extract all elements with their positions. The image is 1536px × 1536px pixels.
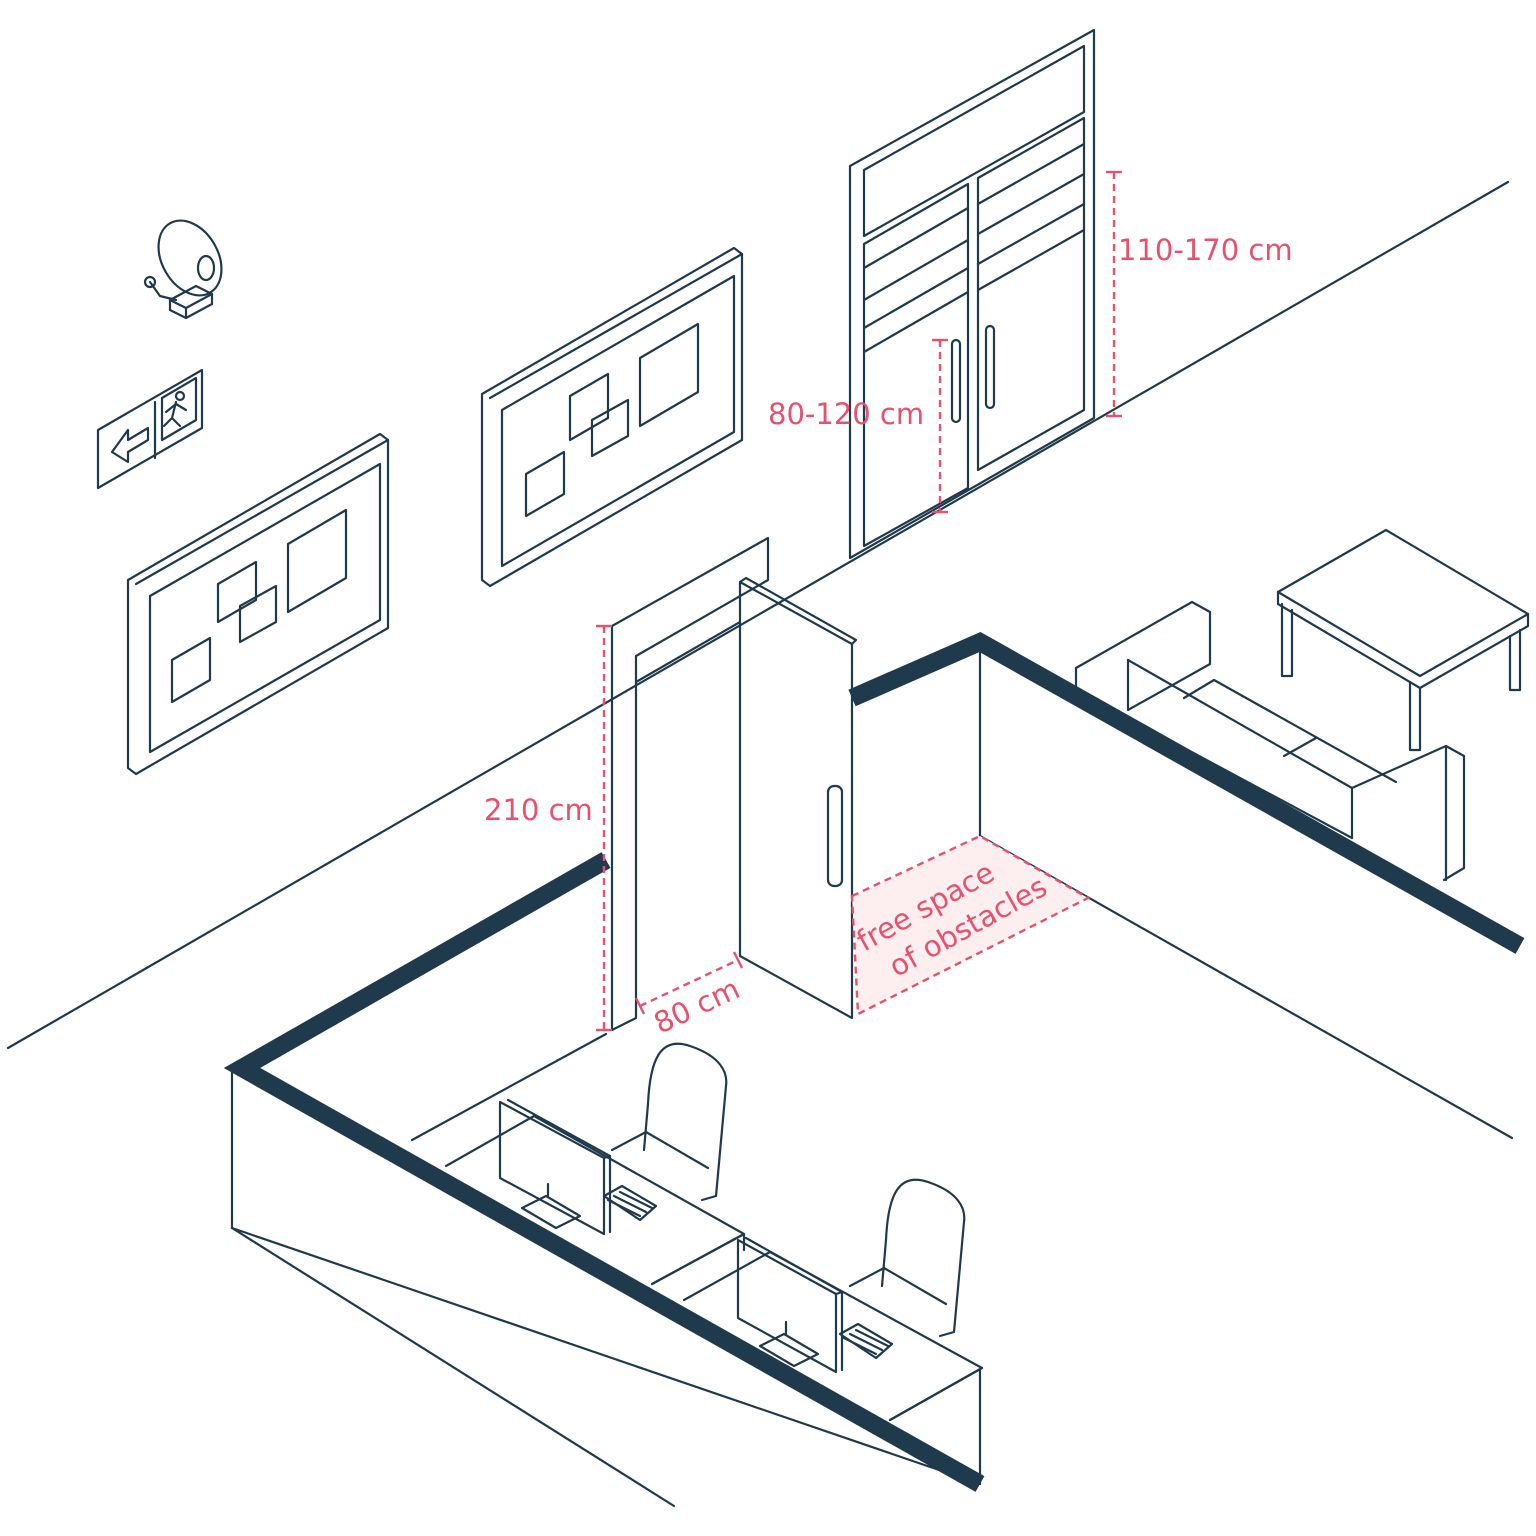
- room-outline: [6, 180, 1514, 1508]
- dimension-panel-height: 110-170 cm: [1106, 170, 1293, 418]
- free-space-zone: free space of obstacles: [850, 834, 1091, 1016]
- desk-partition: [230, 648, 982, 1486]
- door-height-label: 210 cm: [484, 793, 593, 827]
- coffee-table: [1276, 528, 1530, 752]
- notice-board-left: [126, 432, 390, 776]
- handle-height-label: 80-120 cm: [768, 397, 924, 431]
- computer-1: [498, 1098, 658, 1236]
- dimension-door-height: 210 cm: [484, 624, 612, 1032]
- door-width-label: 80 cm: [649, 971, 745, 1040]
- dimension-door-width: 80 cm: [634, 951, 745, 1040]
- panel-height-label: 110-170 cm: [1118, 233, 1293, 267]
- alarm-bell-icon: [143, 219, 223, 320]
- dimension-handle-height: 80-120 cm: [768, 338, 948, 514]
- sofa: [1074, 600, 1466, 882]
- chair-2: [848, 1178, 966, 1338]
- desks: [444, 1114, 984, 1422]
- open-door: [610, 536, 858, 1032]
- double-glass-doors: [848, 28, 1096, 560]
- notice-board-right: [480, 246, 744, 588]
- interior-walls: [223, 631, 1525, 1492]
- computer-2: [736, 1236, 894, 1374]
- chair-1: [610, 1042, 728, 1202]
- emergency-exit-sign-icon: [96, 368, 204, 490]
